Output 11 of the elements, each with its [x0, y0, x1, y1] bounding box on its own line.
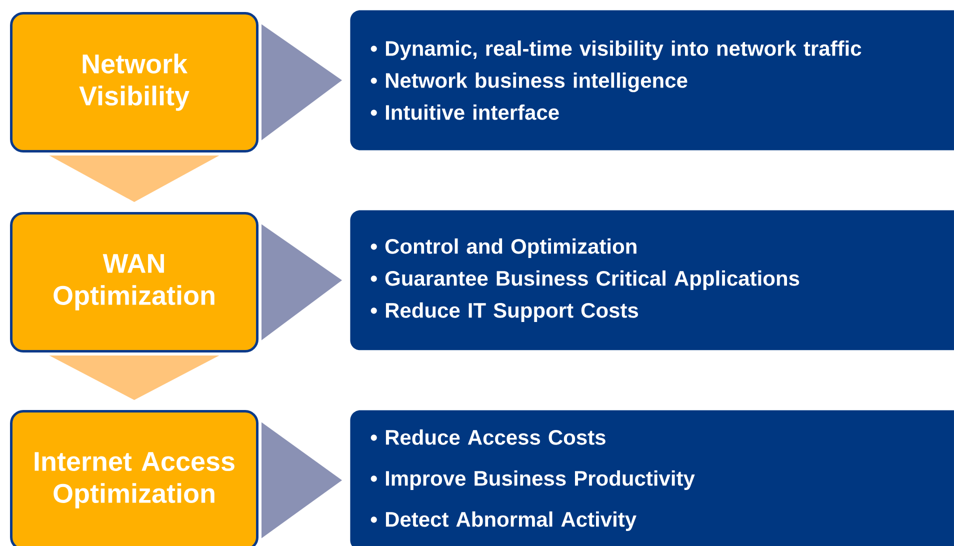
chevron-arrow — [49, 156, 220, 202]
step-box: Internet Access Optimization — [10, 410, 258, 546]
step-box: WAN Optimization — [10, 212, 258, 352]
chevron-arrow — [49, 356, 220, 400]
chevron-arrow — [262, 24, 342, 140]
step-box: Network Visibility — [10, 12, 258, 152]
bullet-list-box: • Reduce Access Costs • Improve Business Productivity • Detect Abnormal Activity — [350, 410, 954, 546]
chevron-arrow — [262, 224, 342, 340]
bullet-list-box: • Control and Optimization • Guarantee Business Critical Applications • Reduce IT Support Costs — [350, 210, 954, 350]
chevron-arrow — [262, 422, 342, 538]
bullet-list-box: • Dynamic, real-time visibility into network traffic • Network business intelligence • Intuitive interface — [350, 10, 954, 150]
